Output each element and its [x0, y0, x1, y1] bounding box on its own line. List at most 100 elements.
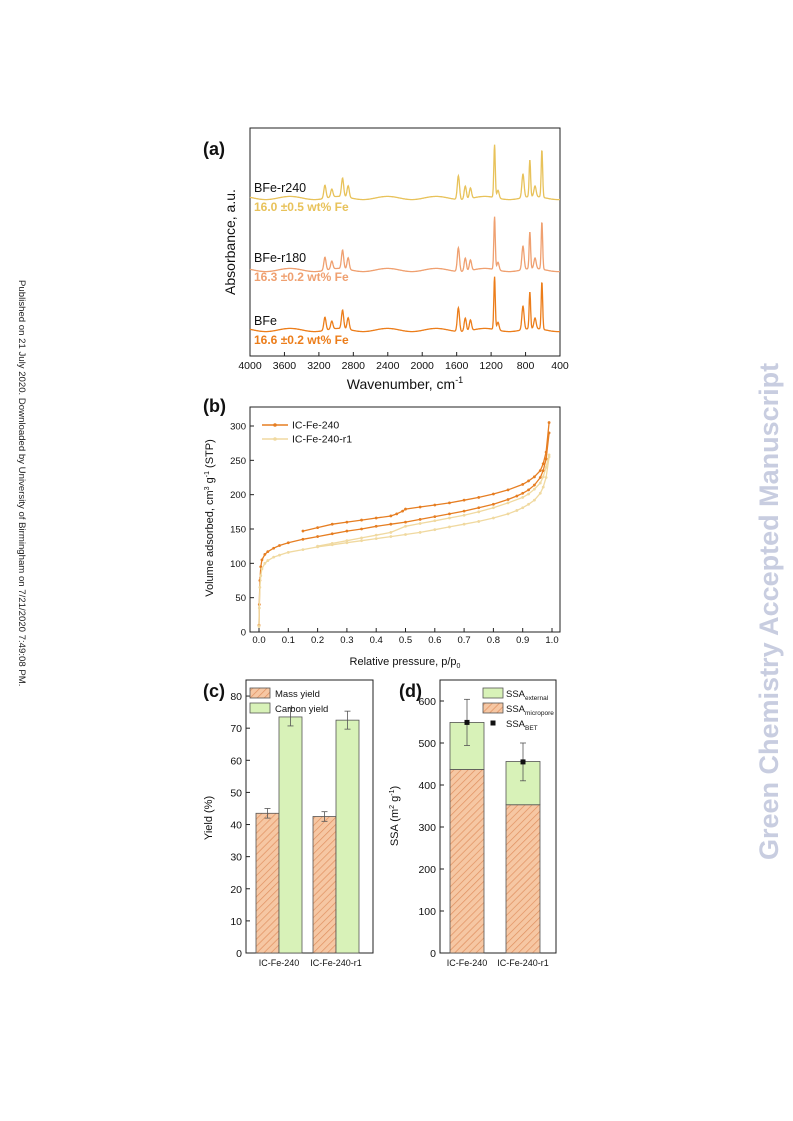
- panel-b-x-tick-label: 0.0: [252, 635, 265, 646]
- panel-a-spectrum-line: [249, 144, 560, 201]
- panel-b-point: [286, 550, 290, 554]
- panel-b-point: [533, 487, 536, 491]
- panel-c-mass-yield-bar: [312, 816, 337, 954]
- panel-b-point: [506, 488, 510, 492]
- panel-b-point: [433, 515, 437, 519]
- panel-b-point: [257, 606, 261, 610]
- panel-b-point: [462, 513, 466, 517]
- panel-b-point: [492, 492, 495, 496]
- panel-b-legend-marker: [273, 437, 277, 441]
- panel-c-y-tick-label: 0: [236, 948, 242, 960]
- panel-b-point: [477, 496, 481, 499]
- panel-d-legend-label-sub: BET: [525, 725, 538, 732]
- panel-b-y-tick-label: 300: [230, 422, 246, 433]
- panel-b-point: [547, 455, 551, 459]
- panel-b-point: [547, 431, 551, 435]
- panel-d-legend-label-base: SSA: [506, 719, 526, 730]
- panel-d-label: (d): [399, 681, 422, 701]
- panel-c-y-tick-label: 80: [230, 691, 242, 703]
- panel-a-x-tick-label: 2800: [342, 360, 366, 372]
- panel-b-point: [258, 585, 262, 589]
- panel-b-point: [547, 453, 551, 457]
- panel-b-point: [448, 512, 451, 516]
- panel-d-legend-label-base: SSA: [506, 704, 526, 715]
- panel-c-y-tick-label: 30: [230, 852, 242, 864]
- panel-b-point: [260, 558, 264, 562]
- panel-b-point: [521, 496, 525, 499]
- panel-b-point: [259, 565, 263, 569]
- panel-a-series-note: 16.3 ±0.2 wt% Fe: [254, 270, 349, 284]
- panel-c-y-tick-label: 70: [230, 723, 242, 735]
- panel-c-carbon-yield-bar: [278, 716, 303, 954]
- panel-c-mass-yield-bar: [255, 812, 280, 954]
- panel-b-point: [527, 488, 530, 492]
- panel-b-point: [330, 542, 334, 545]
- panel-b-point: [418, 522, 422, 525]
- panel-b-point: [330, 522, 334, 526]
- panel-c-legend-swatch: [249, 702, 271, 714]
- panel-b-point: [374, 537, 378, 541]
- panel-b-point: [544, 465, 548, 469]
- panel-d-y-label-end: ): [389, 786, 401, 790]
- panel-c-frame: [245, 679, 374, 954]
- panel-d-y-label-sup1: 2: [389, 805, 396, 809]
- panel-b-point: [260, 567, 264, 571]
- panel-a-spectra: [249, 144, 560, 333]
- panel-a-spectrum-line: [249, 216, 560, 273]
- panel-c-y-tick-label: 40: [230, 820, 242, 832]
- panel-a-x-tick-label: 1600: [445, 360, 469, 372]
- panel-b-point: [521, 482, 525, 486]
- panel-b-point: [477, 520, 481, 523]
- watermark: Green Chemistry Accepted Manuscript: [740, 250, 790, 870]
- panel-d-micropore-bar: [505, 804, 541, 954]
- panel-b-point: [462, 498, 466, 502]
- panel-b-point: [374, 533, 378, 537]
- panel-a-x-tick-label: 2000: [411, 360, 435, 372]
- panel-d-legend-label: SSABET: [506, 719, 538, 732]
- panel-b-point: [527, 479, 530, 483]
- panel-b-point: [395, 512, 399, 516]
- panel-d-micropore-bar: [449, 769, 485, 954]
- panel-b-legend-label: IC-Fe-240-r1: [292, 434, 352, 446]
- panel-d-y-label-mid: g: [389, 796, 401, 805]
- panel-b-point: [462, 509, 466, 513]
- panel-a-x-tick-label: 4000: [238, 360, 262, 372]
- panel-b-desorption-line: [302, 422, 550, 532]
- panel-b-point: [360, 536, 363, 540]
- panel-d-y-tick-label: 400: [418, 780, 436, 792]
- panel-b-x-tick-label: 0.9: [516, 635, 529, 646]
- panel-b-point: [374, 516, 378, 520]
- panel-b-point: [301, 548, 305, 551]
- panel-b-point: [515, 494, 519, 498]
- panel-b-point: [278, 553, 281, 557]
- panel-a-series-name: BFe-r240: [254, 181, 306, 195]
- panel-d-y-tick-label: 100: [418, 906, 436, 918]
- panel-b-y-tick-label: 150: [230, 525, 246, 536]
- panel-d-y-tick-label: 300: [418, 822, 436, 834]
- panel-a-spectrum-line: [249, 276, 560, 333]
- panel-a-x-tick-label: 2400: [376, 360, 400, 372]
- panel-b-point: [544, 457, 548, 461]
- panel-b-legend-label: IC-Fe-240: [292, 420, 339, 432]
- panel-b-point: [418, 531, 422, 534]
- panel-b-point: [360, 539, 363, 543]
- panel-b-point: [389, 535, 393, 538]
- panel-b-point: [544, 476, 548, 479]
- panel-b-point: [345, 529, 349, 533]
- panel-b-point: [506, 498, 510, 501]
- panel-d-legend-label-sub: external: [525, 695, 549, 702]
- panel-d-legend-label-sub: micropore: [525, 710, 554, 717]
- panel-b-point: [477, 506, 481, 510]
- panel-b-point: [389, 522, 393, 526]
- panel-b-x-tick-label: 0.2: [311, 635, 324, 646]
- panel-d-y-tick-label: 600: [418, 696, 436, 708]
- panel-d-legend-label: SSAmicropore: [506, 704, 554, 717]
- panel-b-point: [404, 520, 407, 524]
- panel-d-bet-marker: [520, 759, 526, 765]
- panel-c-category-label: IC-Fe-240-r1: [310, 958, 362, 968]
- panel-b-legend-marker: [273, 423, 277, 427]
- panel-b-point: [533, 498, 536, 502]
